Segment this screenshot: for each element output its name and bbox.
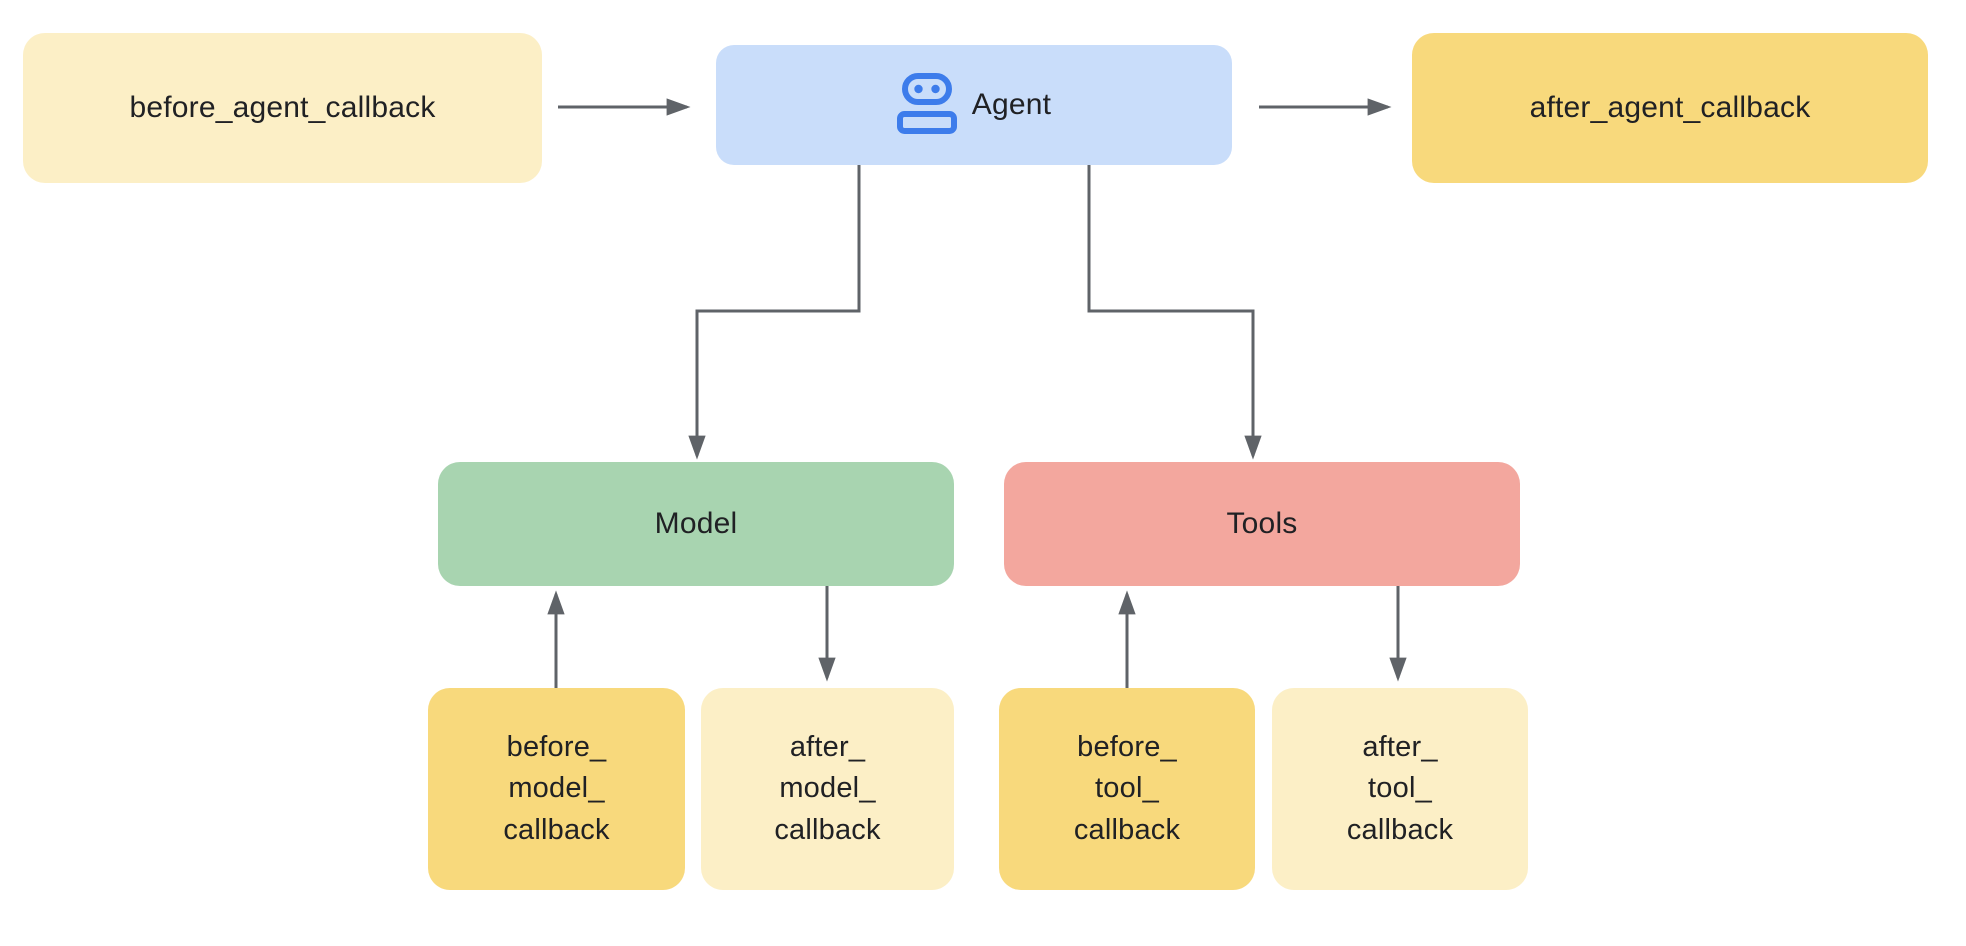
node-before-tool-callback: before_ tool_ callback [999, 688, 1255, 890]
node-label: Agent [971, 88, 1052, 121]
node-label: after_ tool_ callback [1346, 731, 1454, 846]
node-label: before_ tool_ callback [1073, 731, 1181, 846]
node-label: before_agent_callback [129, 91, 436, 124]
node-label: Model [654, 507, 738, 540]
node-model: Model [438, 462, 954, 586]
node-before-agent-callback: before_agent_callback [23, 33, 542, 183]
arrow-agent-to-tools [1087, 165, 1262, 460]
node-before-model-callback: before_ model_ callback [428, 688, 685, 890]
node-label: after_ model_ callback [774, 731, 881, 846]
node-after-agent-callback: after_agent_callback [1412, 33, 1928, 183]
node-label: Tools [1226, 507, 1298, 540]
node-tools: Tools [1004, 462, 1520, 586]
robot-icon [896, 73, 957, 134]
node-agent: Agent [716, 45, 1232, 165]
arrow-agent-to-model [688, 165, 861, 460]
node-after-model-callback: after_ model_ callback [701, 688, 954, 890]
node-label: after_agent_callback [1529, 91, 1811, 124]
node-after-tool-callback: after_ tool_ callback [1272, 688, 1528, 890]
node-label: before_ model_ callback [503, 731, 610, 846]
